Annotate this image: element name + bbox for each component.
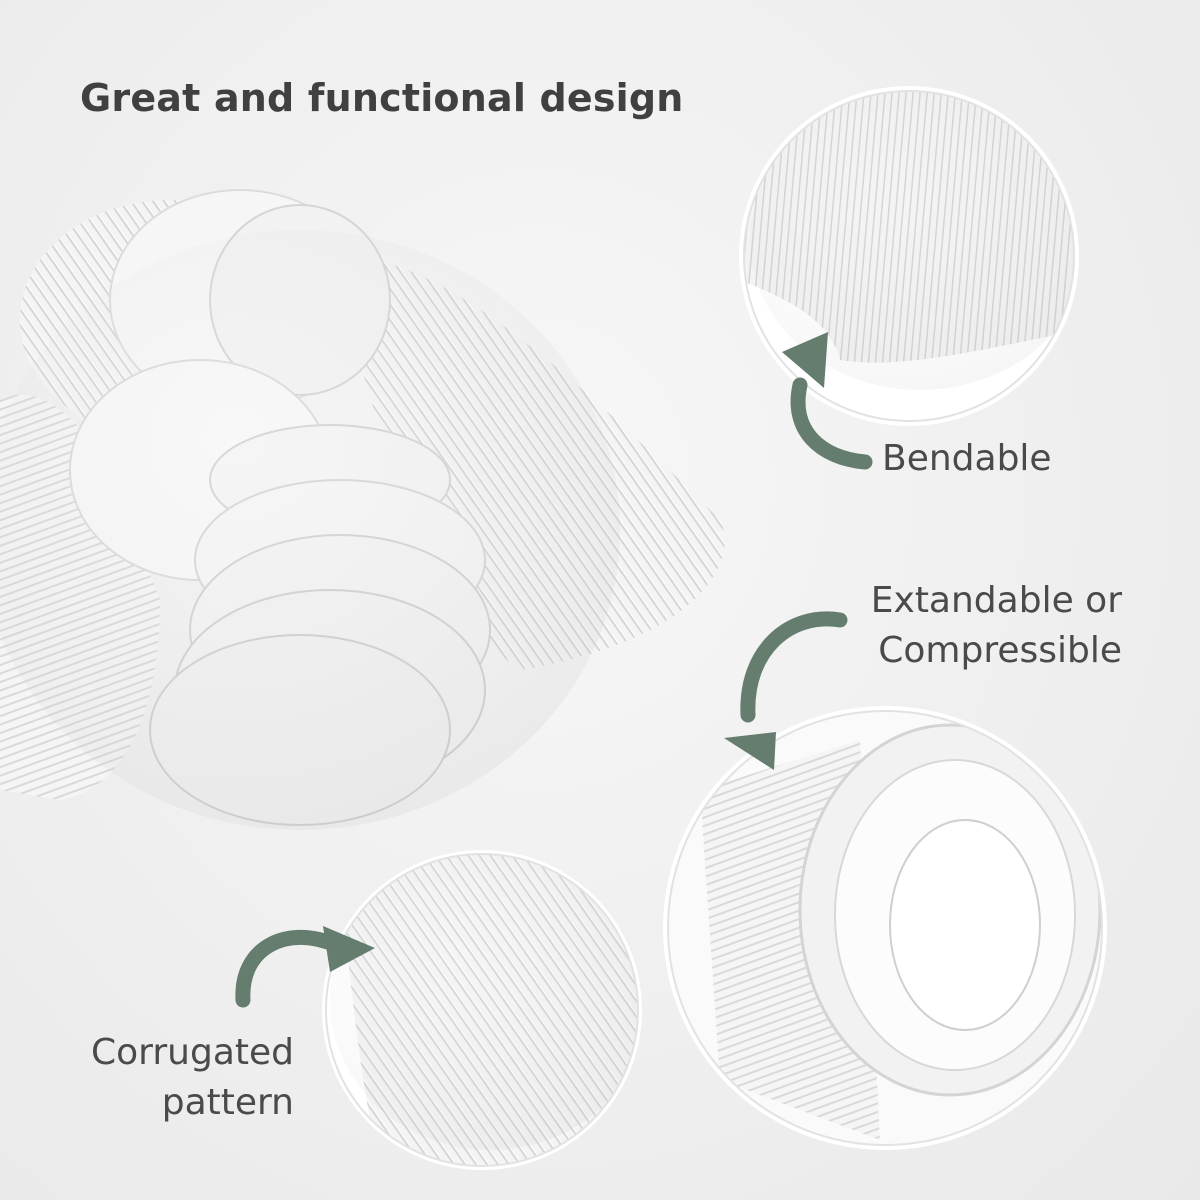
corrugated-label-line2: pattern	[161, 1082, 294, 1123]
hose-main	[0, 189, 725, 830]
corrugated-label-line1: Corrugated	[91, 1032, 294, 1073]
bendable-detail-circle	[739, 86, 1079, 426]
bendable-label-text: Bendable	[882, 438, 1052, 479]
extendable-label-line2: Compressible	[878, 630, 1122, 671]
corrugated-detail-circle	[322, 850, 642, 1170]
curved-arrow-icon	[235, 926, 375, 1008]
curved-arrow-icon	[724, 611, 848, 770]
page-title: Great and functional design	[80, 76, 684, 120]
extendable-label: Extandable or Compressible	[871, 576, 1122, 676]
extendable-detail-circle	[663, 706, 1107, 1150]
corrugated-label: Corrugated pattern	[91, 1028, 294, 1128]
bendable-label: Bendable	[882, 434, 1052, 484]
curved-arrow-icon	[782, 332, 873, 470]
extendable-label-line1: Extandable or	[870, 580, 1122, 621]
